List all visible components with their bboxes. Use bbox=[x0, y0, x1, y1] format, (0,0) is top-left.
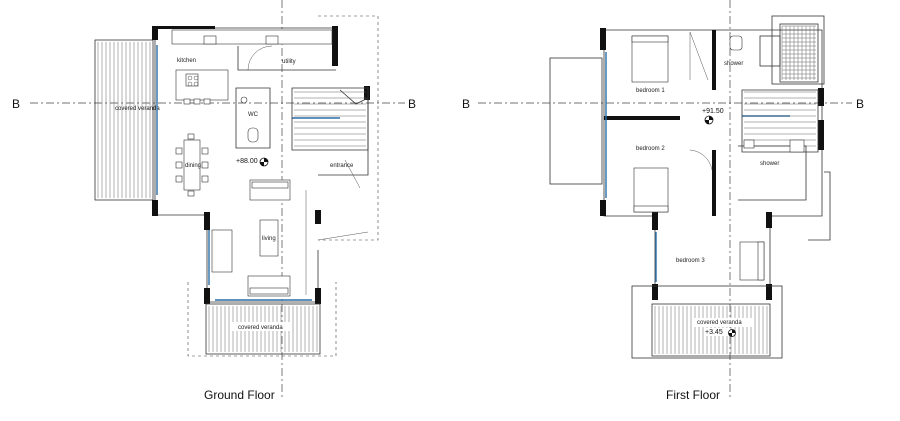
section-marker-left-first: B bbox=[462, 97, 470, 111]
bottom-veranda-label: covered veranda bbox=[238, 325, 283, 331]
first-floor-plan: B B bedroom 1 bbox=[462, 0, 864, 402]
bedroom-2: bedroom 2 bbox=[633, 146, 713, 213]
entrance-area: entrance bbox=[305, 15, 379, 295]
bedroom-3-label: bedroom 3 bbox=[676, 258, 705, 264]
roof-projection bbox=[549, 57, 603, 185]
right-projection bbox=[808, 171, 831, 241]
bedroom-3: bedroom 3 bbox=[676, 241, 765, 281]
section-marker-right-first: B bbox=[856, 97, 864, 111]
section-marker-right-ground: B bbox=[408, 97, 416, 111]
living-label: living bbox=[262, 236, 276, 242]
ground-level-text: +88.00 bbox=[236, 158, 258, 165]
first-level-marker: +91.50 bbox=[702, 108, 724, 125]
left-veranda: covered veranda bbox=[94, 39, 160, 201]
ground-floor-walls bbox=[152, 26, 370, 304]
first-floor-walls bbox=[600, 28, 824, 300]
shower-top: shower bbox=[724, 35, 781, 67]
shower-mid: shower bbox=[738, 139, 807, 201]
ground-floor-plan: B B covered veranda bbox=[12, 0, 416, 402]
bedroom-1: bedroom 1 bbox=[631, 31, 709, 94]
left-veranda-label: covered veranda bbox=[115, 106, 160, 112]
first-level-text: +91.50 bbox=[702, 108, 724, 115]
kitchen-area: kitchen bbox=[171, 29, 333, 105]
shower-mid-label: shower bbox=[760, 161, 779, 167]
first-veranda-label: covered veranda bbox=[697, 320, 742, 326]
bedroom-2-label: bedroom 2 bbox=[636, 146, 665, 152]
bottom-veranda: covered veranda bbox=[187, 282, 337, 357]
wc-label: WC bbox=[248, 112, 259, 118]
shower-top-label: shower bbox=[724, 61, 743, 67]
top-balcony bbox=[771, 15, 825, 85]
bedroom-1-label: bedroom 1 bbox=[636, 88, 665, 94]
entrance-label: entrance bbox=[330, 163, 354, 169]
first-veranda: covered veranda +3.45 bbox=[631, 285, 783, 359]
utility-room: utility bbox=[237, 45, 336, 71]
dining-label: dining bbox=[185, 163, 201, 169]
dining-area: dining bbox=[175, 133, 209, 197]
kitchen-label: kitchen bbox=[177, 58, 196, 64]
ground-stairs bbox=[291, 87, 369, 151]
ground-floor-title: Ground Floor bbox=[204, 388, 275, 402]
living-area: living bbox=[211, 179, 291, 297]
first-floor-title: First Floor bbox=[666, 388, 720, 402]
veranda-level-text: +3.45 bbox=[705, 329, 723, 336]
section-marker-left-ground: B bbox=[12, 97, 20, 111]
ground-level-marker: +88.00 bbox=[236, 157, 269, 167]
wc-room: WC bbox=[235, 87, 271, 149]
utility-label: utility bbox=[282, 59, 296, 65]
